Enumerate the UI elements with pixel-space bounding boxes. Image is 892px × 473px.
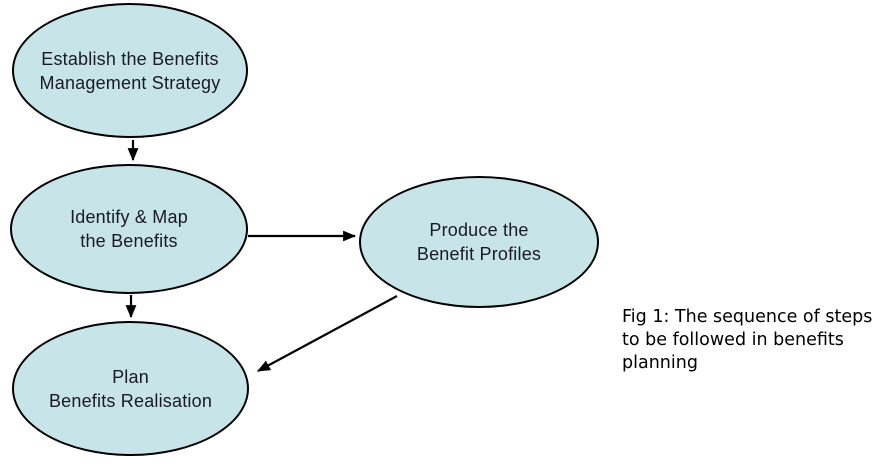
edge-produce-to-plan-arrow — [257, 295, 398, 372]
node-label-line: Benefit Profiles — [416, 244, 542, 264]
caption-line-1: Fig 1: The sequence of steps — [622, 307, 873, 327]
node-plan-benefits-realisation: Plan Benefits Realisation — [12, 321, 249, 456]
node-label-line: Management Strategy — [39, 72, 221, 93]
node-label-line: Establish the Benefits — [41, 48, 219, 69]
node-produce-the-benefit-profiles: Produce the Benefit Profiles — [359, 176, 599, 308]
caption-line-3: planning — [622, 353, 698, 373]
node-identify-and-map-the-benefits: Identify & Map the Benefits — [10, 164, 248, 294]
node-label-line: Identify & Map — [70, 207, 188, 227]
node-label-line: Produce the — [429, 220, 529, 240]
node-label-line: the Benefits — [80, 231, 178, 251]
node-label-line: Benefits Realisation — [48, 390, 213, 411]
node-establish-benefits-management-strategy: Establish the Benefits Management Strate… — [12, 3, 248, 138]
figure-caption: Fig 1: The sequence of steps to be follo… — [622, 306, 890, 375]
caption-line-2: to be followed in benefits — [622, 330, 844, 350]
node-label-line: Plan — [112, 366, 149, 387]
